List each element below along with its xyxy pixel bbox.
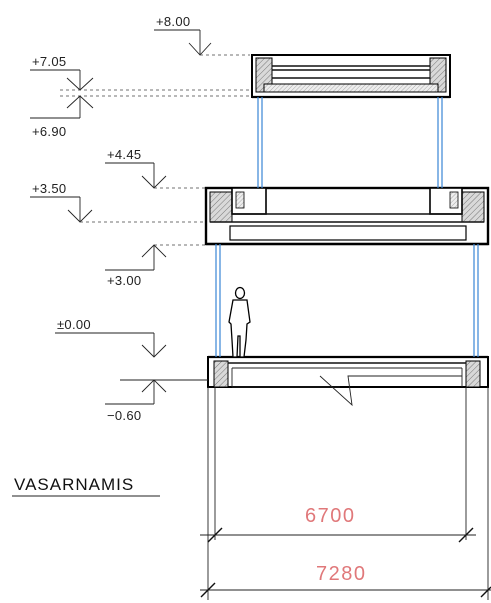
level-label-800: +8.00 <box>156 14 190 29</box>
level-label-690: +6.90 <box>32 124 66 139</box>
dimension-inner: 6700 <box>200 505 476 543</box>
level-label-m060: −0.60 <box>107 408 141 423</box>
level-marker-445: +4.45 <box>105 147 206 189</box>
level-marker-690: +6.90 <box>30 95 250 139</box>
level-label-705: +7.05 <box>32 54 66 69</box>
level-marker-000: ±0.00 <box>55 317 167 358</box>
title-text: VASARNAMIS <box>14 475 134 494</box>
dimension-outer-value: 7280 <box>316 563 367 585</box>
level-label-000: ±0.00 <box>57 317 91 332</box>
level-marker-800: +8.00 <box>154 14 250 56</box>
dimension-extensions <box>207 387 489 600</box>
ground-module <box>120 355 489 407</box>
middle-module <box>204 186 490 246</box>
upper-module <box>251 54 451 99</box>
level-label-350: +3.50 <box>32 181 66 196</box>
drawing-title: VASARNAMIS <box>12 475 160 497</box>
level-label-445: +4.45 <box>107 147 141 162</box>
level-marker-705: +7.05 <box>30 54 250 91</box>
human-figure <box>228 286 251 358</box>
level-marker-m060: −0.60 <box>105 379 208 423</box>
glazing-lines <box>215 97 479 357</box>
dimension-inner-value: 6700 <box>305 505 356 527</box>
level-label-300: +3.00 <box>107 273 141 288</box>
level-marker-300: +3.00 <box>105 244 206 288</box>
dimension-outer: 7280 <box>200 563 491 598</box>
level-marker-350: +3.50 <box>30 181 206 223</box>
